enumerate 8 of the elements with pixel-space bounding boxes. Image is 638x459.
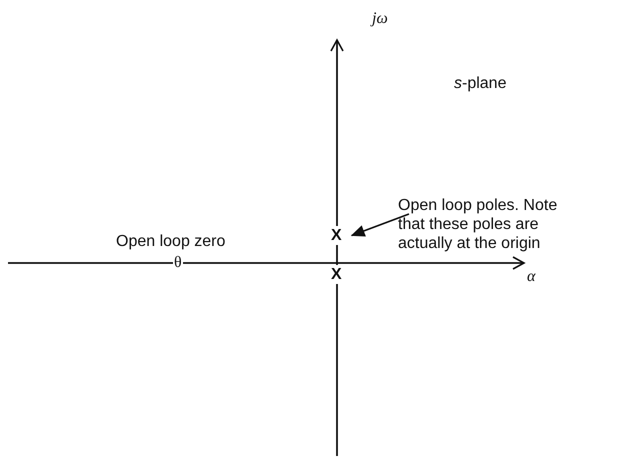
axis-label: α [527, 267, 536, 286]
pole-marker: X [330, 226, 343, 245]
annotation-text: Open loop zero [116, 232, 226, 251]
arrow [350, 213, 410, 237]
axis-label: jω [372, 9, 388, 28]
pole-marker: X [330, 265, 343, 284]
annotation-text: Open loop poles. Note that these poles are actually at the origin [398, 196, 576, 253]
plane-label: s-plane [454, 74, 506, 93]
